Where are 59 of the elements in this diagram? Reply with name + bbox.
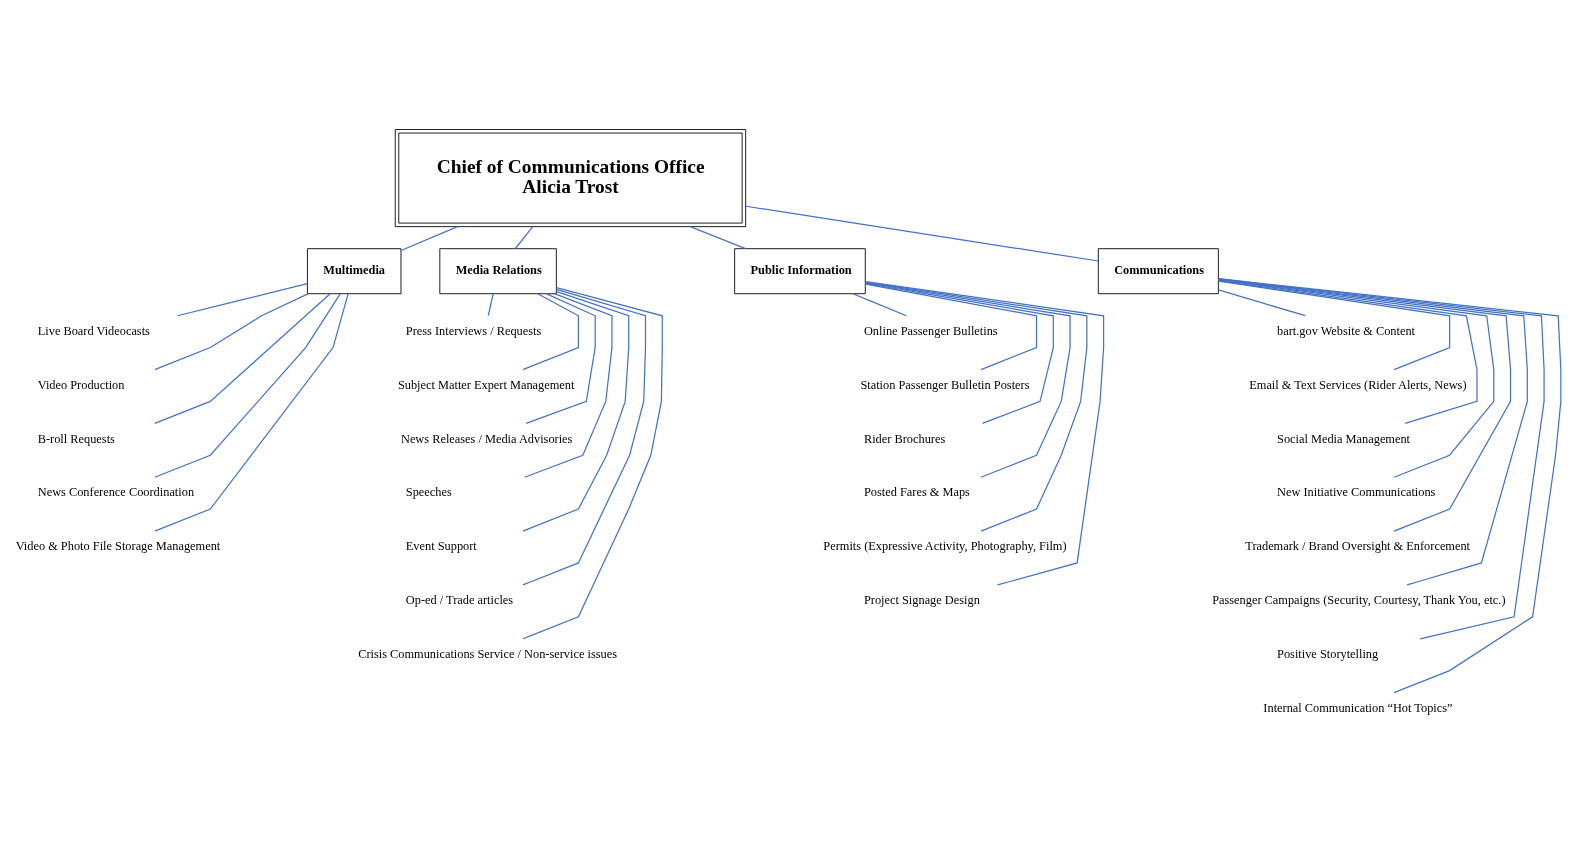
connector xyxy=(522,288,647,586)
node-text: Video Production xyxy=(37,377,125,392)
connector xyxy=(522,291,630,532)
node-text: Speeches xyxy=(405,485,452,500)
connector xyxy=(154,293,331,424)
node-text: Internal Communication “Hot Topics” xyxy=(1263,700,1453,715)
node-text: Event Support xyxy=(405,539,477,554)
connector xyxy=(154,293,349,532)
node-box: Media Relations xyxy=(439,248,557,295)
node-text: Positive Storytelling xyxy=(1277,647,1379,661)
node-box: Multimedia xyxy=(307,248,402,295)
node-text: Crisis Communications Service / Non-service issues xyxy=(358,647,618,661)
connector xyxy=(864,281,1088,532)
node-text: Subject Matter Expert Management xyxy=(397,377,575,392)
connector xyxy=(1217,279,1512,532)
node-text: News Releases / Media Advisories xyxy=(400,431,573,446)
node-text: Online Passenger Bulletins xyxy=(863,323,998,338)
connector xyxy=(514,226,534,250)
node-text: Email & Text Services (Rider Alerts, News) xyxy=(1249,377,1467,392)
node-text: Op-ed / Trade articles xyxy=(405,593,514,608)
node-text: B-roll Requests xyxy=(37,431,115,446)
node-text: Social Media Management xyxy=(1277,431,1411,446)
node-text: News Conference Coordination xyxy=(37,485,195,500)
connector xyxy=(487,293,494,317)
node-text: Live Board Videocasts xyxy=(37,323,150,338)
connector xyxy=(525,293,596,424)
connector xyxy=(1217,279,1495,478)
connector xyxy=(1218,278,1545,640)
connector xyxy=(864,283,1038,371)
node-text: Station Passenger Bulletin Posters xyxy=(860,377,1030,392)
connector xyxy=(176,283,308,317)
node-text: bart.gov Website & Content xyxy=(1277,323,1416,338)
connector xyxy=(1217,280,1478,424)
connector xyxy=(154,293,341,478)
connector xyxy=(1218,280,1451,371)
connector xyxy=(745,205,1099,262)
node-box: Communications xyxy=(1097,248,1219,295)
node-text: Rider Brochures xyxy=(863,431,946,446)
connector xyxy=(524,293,613,478)
node-text: Project Signage Design xyxy=(863,593,980,608)
connector xyxy=(689,226,747,250)
connector xyxy=(522,287,663,640)
connector xyxy=(522,293,579,371)
connector xyxy=(864,282,1071,478)
node-text: Posted Fares & Maps xyxy=(863,485,970,500)
node-box: Public Information xyxy=(734,248,866,295)
connector xyxy=(1218,278,1528,586)
connector xyxy=(154,293,309,371)
node-text: Press Interviews / Requests xyxy=(405,323,542,338)
connector xyxy=(864,282,1054,424)
node-text: New Initiative Communications xyxy=(1277,485,1436,500)
node-text: Trademark / Brand Oversight & Enforcement xyxy=(1245,539,1471,554)
connector xyxy=(852,293,907,317)
node-text: Permits (Expressive Activity, Photography, Film) xyxy=(823,539,1067,554)
connector xyxy=(864,280,1105,586)
connector xyxy=(1217,289,1306,317)
connector xyxy=(1218,278,1562,694)
node-text: Passenger Campaigns (Security, Courtesy, Thank You, etc.) xyxy=(1212,593,1506,608)
node-text: Video & Photo File Storage Management xyxy=(15,539,221,554)
